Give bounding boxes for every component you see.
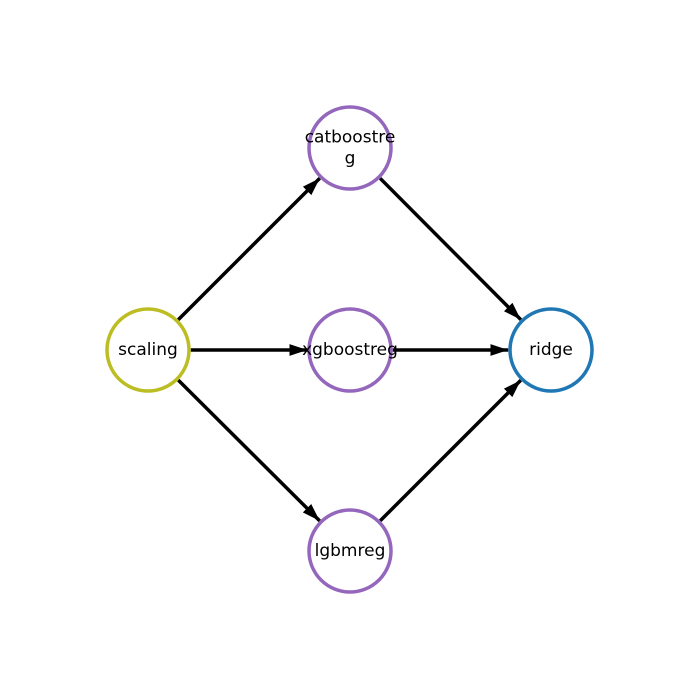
node-label-xgboostreg: xgboostreg [302,340,398,360]
node-xgboostreg: xgboostreg [302,307,398,393]
edge-lgbmreg-to-ridge [378,378,523,523]
node-circle-scaling [105,307,191,393]
node-circle-ridge [508,307,594,393]
edges [176,176,523,523]
edge-scaling-to-catboostreg [176,176,322,322]
edge-scaling-to-lgbmreg [177,378,321,523]
node-label-scaling: scaling [118,340,178,360]
node-label-ridge: ridge [529,340,573,360]
node-ridge: ridge [508,307,594,393]
node-scaling: scaling [105,307,191,393]
node-circle-lgbmreg [307,508,393,594]
edge-catboostreg-to-ridge [378,177,523,321]
node-circle-xgboostreg [307,307,393,393]
node-label-catboostreg: catboostre [305,128,396,148]
node-circle-catboostreg [307,105,393,191]
node-lgbmreg: lgbmreg [307,508,393,594]
node-label-lgbmreg: lgbmreg [315,541,386,561]
node-label-catboostreg: g [345,149,356,169]
